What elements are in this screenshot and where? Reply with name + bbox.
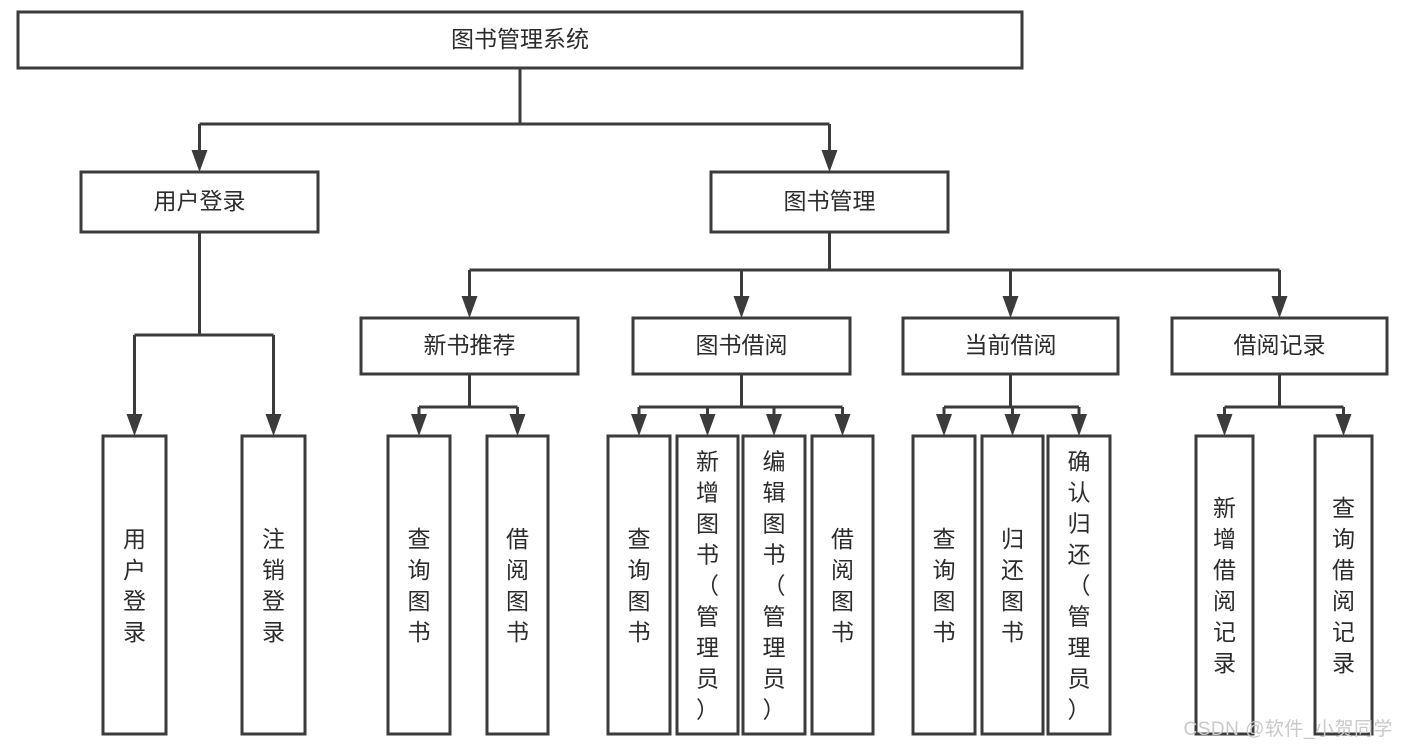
node-level1-0[interactable]: 用户登录 xyxy=(79,170,320,234)
node-leaf-6[interactable]: 编辑图书（管理员） xyxy=(741,434,807,736)
node-leaf-5[interactable]: 新增图书（管理员） xyxy=(675,434,740,736)
connector-arrowhead xyxy=(126,414,143,436)
connector-arrowhead xyxy=(631,414,647,436)
connector-arrowhead xyxy=(411,414,427,436)
node-level2-0[interactable]: 新书推荐 xyxy=(359,316,580,376)
node-leaf-0-label: 用户登录 xyxy=(123,526,146,645)
node-leaf-7[interactable]: 借阅图书 xyxy=(810,434,875,736)
node-level2-1-rect xyxy=(631,316,852,376)
node-leaf-4[interactable]: 查询图书 xyxy=(606,434,672,736)
node-leaf-4-label: 查询图书 xyxy=(628,526,651,645)
node-leaf-1-rect xyxy=(240,434,307,736)
node-level2-3-label: 借阅记录 xyxy=(1234,332,1326,358)
connector-arrowhead xyxy=(509,414,526,436)
node-leaf-9-rect xyxy=(980,434,1045,736)
node-root-rect xyxy=(16,10,1024,70)
connector-arrowhead xyxy=(699,414,716,436)
connector-arrowhead xyxy=(191,150,208,172)
connector-arrowhead xyxy=(1002,296,1019,318)
node-level2-2-label: 当前借阅 xyxy=(965,332,1057,358)
connector-arrowhead xyxy=(1335,414,1352,436)
node-level2-3[interactable]: 借阅记录 xyxy=(1170,316,1389,376)
node-leaf-6-rect xyxy=(741,434,807,736)
node-root[interactable]: 图书管理系统 xyxy=(16,10,1024,70)
node-leaf-6-label: 编辑图书（管理员） xyxy=(763,449,786,723)
node-level1-0-label: 用户登录 xyxy=(154,188,246,214)
node-leaf-11-rect xyxy=(1194,434,1255,736)
node-leaf-10-label: 确认归还（管理员） xyxy=(1068,449,1091,723)
node-leaf-0[interactable]: 用户登录 xyxy=(101,434,168,736)
node-level2-1[interactable]: 图书借阅 xyxy=(631,316,852,376)
node-leaf-3-rect xyxy=(485,434,550,736)
connector-arrowhead xyxy=(766,414,782,436)
node-leaf-10-rect xyxy=(1046,434,1112,736)
connector-arrowhead xyxy=(1271,296,1288,318)
connector-arrowhead xyxy=(821,150,838,172)
connector-arrowhead xyxy=(1216,414,1233,436)
node-leaf-3-label: 借阅图书 xyxy=(506,526,529,645)
node-leaf-10[interactable]: 确认归还（管理员） xyxy=(1046,434,1112,736)
connector-arrowhead xyxy=(1071,414,1087,436)
node-level1-1-label: 图书管理 xyxy=(784,188,876,214)
node-leaf-2-rect xyxy=(386,434,452,736)
node-leaf-3[interactable]: 借阅图书 xyxy=(485,434,550,736)
node-level1-1[interactable]: 图书管理 xyxy=(709,170,950,234)
node-level1-0-rect xyxy=(79,170,320,234)
node-level2-1-label: 图书借阅 xyxy=(696,332,788,358)
connector-arrowhead xyxy=(1004,414,1021,436)
node-leaf-9[interactable]: 归还图书 xyxy=(980,434,1045,736)
node-leaf-2-label: 查询图书 xyxy=(408,526,431,645)
node-leaf-11[interactable]: 新增借阅记录 xyxy=(1194,434,1255,736)
node-leaf-1[interactable]: 注销登录 xyxy=(240,434,307,736)
node-boxes: 图书管理系统用户登录图书管理新书推荐图书借阅当前借阅借阅记录用户登录注销登录查询… xyxy=(16,10,1389,736)
node-leaf-11-label: 新增借阅记录 xyxy=(1213,495,1236,676)
node-leaf-7-label: 借阅图书 xyxy=(831,526,854,645)
node-root-label: 图书管理系统 xyxy=(451,26,589,52)
connector-arrowhead xyxy=(834,414,851,436)
node-level1-1-rect xyxy=(709,170,950,234)
node-leaf-12-rect xyxy=(1313,434,1374,736)
node-leaf-1-label: 注销登录 xyxy=(262,526,285,645)
node-leaf-5-rect xyxy=(675,434,740,736)
node-level2-2-rect xyxy=(901,316,1120,376)
node-level2-0-label: 新书推荐 xyxy=(424,332,516,358)
node-level2-0-rect xyxy=(359,316,580,376)
node-leaf-4-rect xyxy=(606,434,672,736)
node-leaf-12[interactable]: 查询借阅记录 xyxy=(1313,434,1374,736)
node-level2-3-rect xyxy=(1170,316,1389,376)
node-leaf-9-label: 归还图书 xyxy=(1001,526,1024,645)
node-leaf-8-rect xyxy=(911,434,977,736)
connector-arrowhead xyxy=(461,296,478,318)
node-leaf-0-rect xyxy=(101,434,168,736)
node-leaf-8-label: 查询图书 xyxy=(933,526,956,645)
connector-edges xyxy=(126,68,1352,436)
node-leaf-7-rect xyxy=(810,434,875,736)
connector-arrowhead xyxy=(733,296,750,318)
connector-arrowhead xyxy=(936,414,952,436)
node-leaf-5-label: 新增图书（管理员） xyxy=(696,449,719,723)
node-leaf-12-label: 查询借阅记录 xyxy=(1332,495,1355,676)
csdn-watermark: CSDN @软件_小贺同学 xyxy=(1183,719,1393,740)
connector-arrowhead xyxy=(265,414,282,436)
node-leaf-2[interactable]: 查询图书 xyxy=(386,434,452,736)
node-leaf-8[interactable]: 查询图书 xyxy=(911,434,977,736)
node-level2-2[interactable]: 当前借阅 xyxy=(901,316,1120,376)
